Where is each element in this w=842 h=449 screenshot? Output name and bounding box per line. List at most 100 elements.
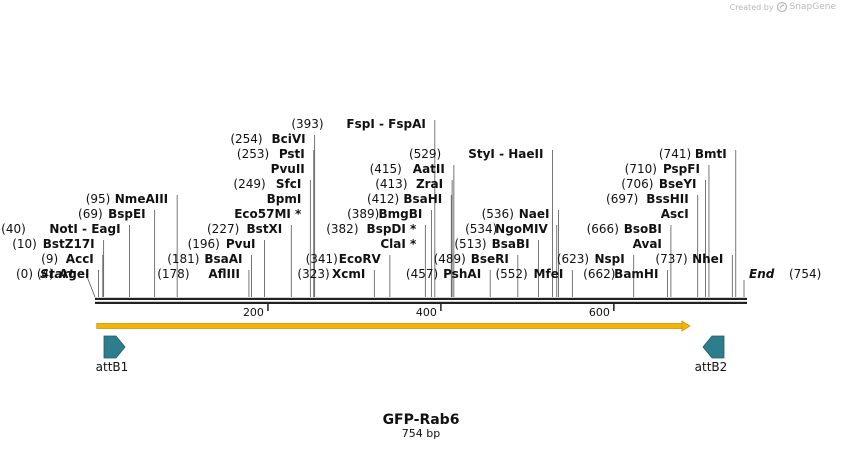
site-position-bmti: (741)	[659, 147, 691, 161]
site-position-pspfi: (710)	[625, 162, 657, 176]
site-position-nhei: (737)	[655, 252, 687, 266]
site-label-bmgbi: BmgBI	[379, 207, 423, 221]
site-position-fspi-fspai: (393)	[291, 117, 323, 131]
site-label-ecorv: EcoRV	[339, 252, 382, 266]
site-label-fspi-fspai: FspI - FspAI	[346, 117, 425, 131]
site-position-naei: (536)	[482, 207, 514, 221]
site-position-zrai: (413)	[375, 177, 407, 191]
site-label-sfci: SfcI	[276, 177, 301, 191]
attb2-label: attB2	[695, 360, 728, 374]
site-position-mfei: (552)	[495, 267, 527, 281]
site-position-bspei: (69)	[78, 207, 103, 221]
tick-label-600: 600	[589, 306, 610, 319]
site-start-label: Start	[40, 267, 75, 281]
site-label-noti-eagi: NotI - EagI	[49, 222, 120, 236]
site-position-ecorv: (341)	[306, 252, 338, 266]
site-label-bsobi: BsoBI	[624, 222, 662, 236]
site-label-afliii: AflIII	[208, 267, 240, 281]
site-position-afliii: (178)	[157, 267, 189, 281]
site-label-bpmi: BpmI	[267, 192, 302, 206]
snapgene-logo-icon	[776, 2, 787, 12]
site-position-psti: (253)	[237, 147, 269, 161]
attb1-arrow	[103, 335, 126, 359]
site-label-xcmi: XcmI	[332, 267, 365, 281]
site-label-bstz17i: BstZ17I	[43, 237, 95, 251]
orf-arrow-head	[681, 320, 691, 332]
created-by-text: Created by	[729, 2, 774, 12]
site-position-aatii: (415)	[370, 162, 402, 176]
site-leaders	[85, 120, 745, 298]
site-position-bstxi: (227)	[207, 222, 239, 236]
site-label-nhei: NheI	[692, 252, 723, 266]
attb2-arrow	[702, 335, 725, 359]
site-label-bstxi: BstXI	[247, 222, 283, 236]
site-label-asci: AscI	[661, 207, 689, 221]
site-label-pshai: PshAI	[443, 267, 481, 281]
site-position-bsaai: (181)	[167, 252, 199, 266]
site-position-bspdi: (382)	[326, 222, 358, 236]
site-label-bspdi: BspDI *	[367, 222, 417, 236]
site-label-naei: NaeI	[519, 207, 550, 221]
site-label-pvui: PvuI	[226, 237, 256, 251]
map-title: GFP-Rab6	[383, 412, 460, 428]
site-label-mfei: MfeI	[534, 267, 564, 281]
site-position-bcivi: (254)	[230, 132, 262, 146]
site-label-styi-haeii: StyI - HaeII	[468, 147, 543, 161]
site-label-aatii: AatII	[413, 162, 445, 176]
orf-bar	[96, 323, 683, 329]
site-position-bseyi: (706)	[621, 177, 653, 191]
map-subtitle: 754 bp	[402, 427, 440, 440]
site-label-clai: ClaI *	[380, 237, 417, 251]
backbone-top-strand	[95, 297, 747, 300]
site-position-acci: (9)	[41, 252, 58, 266]
feature-arrows: attB1 attB2	[96, 335, 728, 374]
site-position-pshai: (457)	[406, 267, 438, 281]
site-position-nmeaiii: (95)	[86, 192, 111, 206]
site-label-bspei: BspEI	[108, 207, 146, 221]
site-label-eco57mi: Eco57MI *	[234, 207, 302, 221]
site-label-zrai: ZraI	[416, 177, 443, 191]
site-position-xcmi: (323)	[297, 267, 329, 281]
site-label-bsabi: BsaBI	[492, 237, 530, 251]
site-position-bstz17i: (10)	[12, 237, 37, 251]
attb1-label: attB1	[96, 360, 129, 374]
backbone-bottom-strand	[95, 301, 747, 304]
site-position-pvui: (196)	[188, 237, 220, 251]
site-label-bseyi: BseYI	[659, 177, 697, 191]
snapgene-credit: Created by SnapGene	[730, 2, 836, 12]
site-position-nspi: (623)	[557, 252, 589, 266]
site-label-agei: AgeI	[59, 267, 89, 281]
site-label-bmti: BmtI	[695, 147, 727, 161]
ruler-ticks: 200 400 600	[243, 303, 615, 319]
site-label-bsahi: BsaHI	[403, 192, 442, 206]
site-position-sfci: (249)	[233, 177, 265, 191]
site-position-noti-eagi: (40)	[1, 222, 26, 236]
site-label-bsshii: BssHII	[646, 192, 688, 206]
site-position-bsobi: (666)	[587, 222, 619, 236]
site-label-pspfi: PspFI	[663, 162, 700, 176]
site-label-pvuii: PvuII	[271, 162, 305, 176]
sequence-backbone	[95, 297, 747, 304]
site-end-label: End	[749, 267, 775, 281]
site-label-nspi: NspI	[594, 252, 624, 266]
site-position-bmgbi: (389)	[347, 207, 379, 221]
tick-label-400: 400	[416, 306, 437, 319]
site-position: (754)	[789, 267, 821, 281]
site-label-nmeaiii: NmeAIII	[115, 192, 168, 206]
site-label-avai: AvaI	[633, 237, 662, 251]
site-position-bsabi: (513)	[454, 237, 486, 251]
site-label-bamhi: BamHI	[614, 267, 658, 281]
snapgene-brand: SnapGene	[789, 2, 836, 12]
site-label-bseri: BseRI	[471, 252, 509, 266]
site-position-agei: (4)	[37, 267, 54, 281]
site-label-bcivi: BciVI	[272, 132, 306, 146]
site-position-ngomiv: (534)	[465, 222, 497, 236]
site-position-styi-haeii: (529)	[409, 147, 441, 161]
site-leader-start	[85, 273, 96, 298]
site-label-ngomiv: NgoMIV	[495, 222, 548, 236]
site-position-bseri: (489)	[434, 252, 466, 266]
orf-arrow	[96, 320, 691, 332]
tick-label-200: 200	[243, 306, 264, 319]
